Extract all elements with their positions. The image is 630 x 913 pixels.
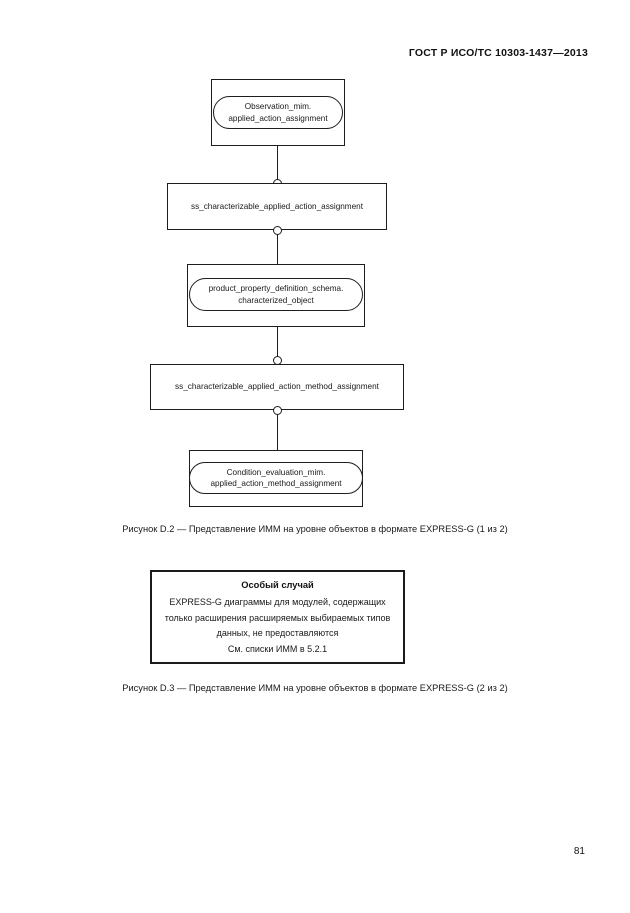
node-line-1: Condition_evaluation_mim. bbox=[226, 467, 326, 477]
diagram-connector-3 bbox=[277, 327, 278, 364]
diagram-node-ss-characterizable-applied-action-method-assignment[interactable] bbox=[150, 364, 404, 410]
node-line-1: Observation_mim. bbox=[244, 102, 312, 111]
diagram-node-product-property-definition-schema-text: product_property_definition_schema. char… bbox=[209, 283, 344, 306]
diagram-node-ss-characterizable-applied-action-method-assignment-label: ss_characterizable_applied_action_method… bbox=[175, 382, 379, 392]
node-line-2: characterized_object bbox=[238, 295, 314, 305]
node-line-2: applied_action_method_assignment bbox=[210, 479, 342, 488]
figure-caption-d2: Рисунок D.2 — Представление ИММ на уровн… bbox=[122, 524, 508, 534]
special-case-note-box: Особый случай EXPRESS-G диаграммы для мо… bbox=[150, 570, 405, 664]
diagram-node-ss-characterizable-applied-action-assignment[interactable] bbox=[167, 183, 387, 230]
diagram-connector-circle-4 bbox=[273, 406, 282, 415]
special-case-note-line-1: EXPRESS-G диаграммы для модулей, содержа… bbox=[169, 597, 386, 607]
express-g-diagram-d2: Observation_mim. applied_action_assignme… bbox=[150, 79, 404, 507]
figure-caption-d3: Рисунок D.3 — Представление ИММ на уровн… bbox=[122, 683, 508, 693]
diagram-node-condition-evaluation-mim-text: Condition_evaluation_mim. applied_action… bbox=[210, 467, 341, 490]
special-case-note-line-4: См. списки ИММ в 5.2.1 bbox=[227, 643, 328, 654]
diagram-node-observation-mim-text: Observation_mim. applied_action_assignme… bbox=[228, 101, 327, 124]
diagram-connector-circle-2 bbox=[273, 226, 282, 235]
node-line-2: applied_action_assignment bbox=[228, 113, 328, 123]
diagram-node-condition-evaluation-mim[interactable]: Condition_evaluation_mim. applied_action… bbox=[189, 462, 363, 494]
document-standard-header: ГОСТ Р ИСО/ТС 10303-1437—2013 bbox=[408, 47, 588, 59]
diagram-node-ss-characterizable-applied-action-assignment-label: ss_characterizable_applied_action_assign… bbox=[190, 201, 364, 211]
diagram-node-product-property-definition-schema[interactable]: product_property_definition_schema. char… bbox=[189, 278, 363, 311]
diagram-connector-4 bbox=[277, 410, 278, 450]
diagram-connector-1 bbox=[277, 146, 278, 183]
special-case-note-title: Особый случай bbox=[241, 580, 314, 590]
special-case-note-line-2: только расширения расширяемых выбираемых… bbox=[164, 612, 391, 623]
special-case-note-line-3: данных, не предоставляются bbox=[216, 628, 339, 638]
page-number: 81 bbox=[573, 846, 585, 857]
diagram-node-observation-mim[interactable]: Observation_mim. applied_action_assignme… bbox=[213, 96, 343, 129]
diagram-connector-2 bbox=[277, 230, 278, 266]
node-line-1: product_property_definition_schema. bbox=[208, 284, 344, 293]
